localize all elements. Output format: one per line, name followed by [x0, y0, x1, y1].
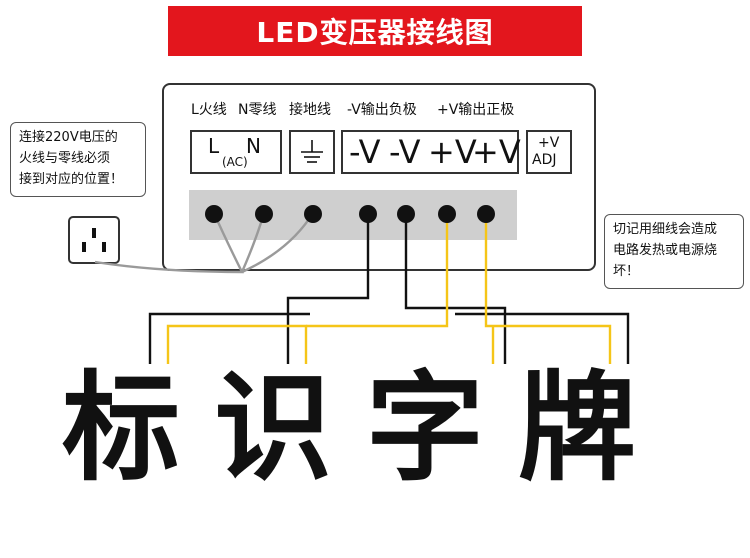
power-outlet-icon	[68, 216, 120, 264]
wire-pos-left-branch	[166, 324, 308, 364]
note-left-line2: 火线与零线必须	[19, 151, 111, 166]
label-ground: 接地线	[289, 102, 331, 118]
screw-l	[205, 205, 223, 223]
wire-neg2	[404, 213, 507, 314]
note-left-line1: 连接220V电压的	[19, 130, 118, 145]
terminal-ac	[190, 130, 282, 174]
screw-strip	[189, 190, 517, 240]
terminal-outputs	[341, 130, 519, 174]
terminal-neg1-label: -V	[349, 133, 381, 171]
label-pos-output: +V输出正极	[437, 102, 515, 118]
terminal-neg2-label: -V	[389, 133, 421, 171]
ground-icon	[301, 140, 323, 163]
wire-ground	[241, 212, 315, 274]
terminal-pos2-label: +V	[472, 133, 521, 171]
wire-neg1	[286, 213, 370, 314]
terminal-ac-label: (AC)	[222, 155, 248, 169]
adj-top-label: +V	[538, 135, 560, 151]
note-left: 连接220V电压的 火线与零线必须 接到对应的位置！	[10, 122, 146, 197]
wire-neg-right-branch	[455, 312, 630, 364]
wire-live	[94, 212, 244, 274]
terminal-adj	[526, 130, 572, 174]
wire-pos1	[306, 213, 449, 328]
wire-pos2	[484, 213, 612, 364]
note-right-line3: 坏！	[613, 264, 640, 279]
screw-pos1	[438, 205, 456, 223]
screw-neg1	[359, 205, 377, 223]
wire-neg-left-branch	[148, 312, 310, 364]
terminal-l-label: L	[208, 134, 220, 158]
note-left-line3: 接到对应的位置！	[19, 172, 124, 187]
outlet-holes-icon	[82, 228, 106, 252]
label-l-live: L火线	[191, 102, 227, 118]
label-n-neutral: N零线	[238, 102, 277, 118]
note-right-line1: 切记用细线会造成	[613, 222, 718, 237]
diagram-title: LED变压器接线图	[168, 6, 582, 56]
screw-pos2	[477, 205, 495, 223]
note-right-line2: 电路发热或电源烧	[613, 243, 718, 258]
adj-bottom-label: ADJ	[532, 152, 557, 168]
screw-neg2	[397, 205, 415, 223]
sign-text: 标识字牌	[62, 359, 671, 497]
screw-ground	[304, 205, 322, 223]
note-right: 切记用细线会造成 电路发热或电源烧 坏！	[604, 214, 744, 289]
label-neg-output: -V输出负极	[347, 102, 417, 118]
terminal-pos1-label: +V	[428, 133, 477, 171]
screw-n	[255, 205, 273, 223]
terminal-n-label: N	[246, 134, 261, 158]
